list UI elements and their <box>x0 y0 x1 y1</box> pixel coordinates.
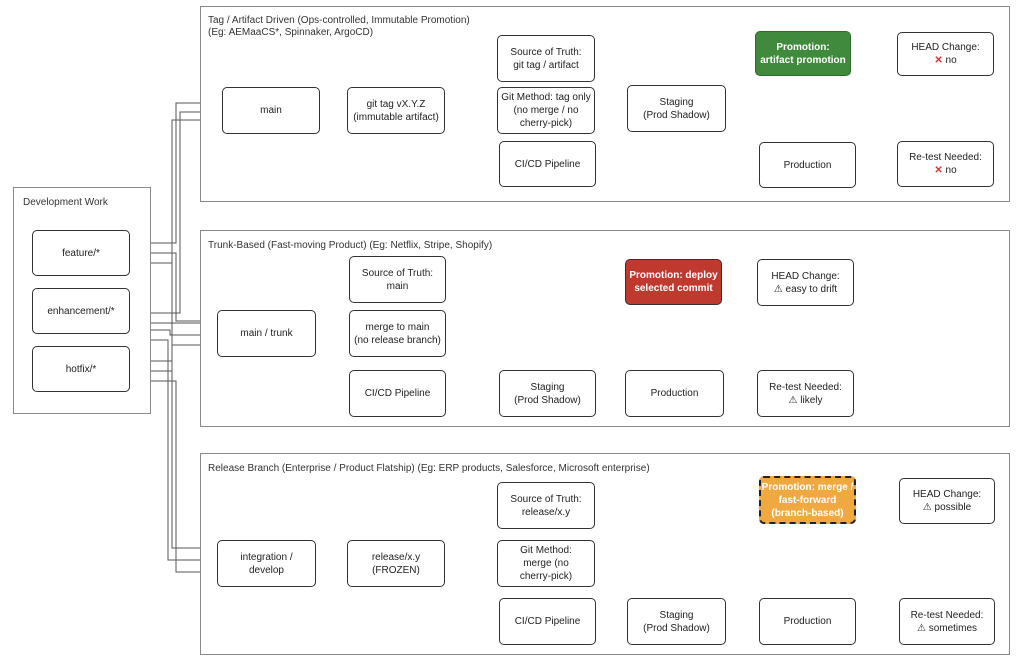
tag-artifact-frame <box>200 6 1010 202</box>
tag-source-of-truth-node[interactable]: Source of Truth: git tag / artifact <box>497 35 595 82</box>
head-change-label: HEAD Change: <box>911 42 980 53</box>
warning-icon: ⚠ <box>773 283 783 295</box>
edge-feature-trunk <box>130 252 215 325</box>
cross-mark-icon: ✕ <box>934 165 943 176</box>
release-source-of-truth-node[interactable]: Source of Truth: release/x.y <box>497 482 595 529</box>
head-change-label: HEAD Change: <box>912 489 982 500</box>
tag-git-method-node[interactable]: Git Method: tag only (no merge / no cher… <box>497 87 595 134</box>
head-change-value: ⚠ possible <box>923 501 971 514</box>
release-promotion-node[interactable]: Promotion: merge / fast-forward (branch-… <box>759 476 856 524</box>
tag-staging-node[interactable]: Staging (Prod Shadow) <box>627 85 726 132</box>
development-work-title: Development Work <box>23 197 108 208</box>
release-branch-node[interactable]: release/x.y (FROZEN) <box>347 540 445 587</box>
trunk-production-node[interactable]: Production <box>625 370 724 417</box>
warning-icon: ⚠ <box>922 502 932 513</box>
head-change-label: HEAD Change: <box>771 270 840 282</box>
integration-develop-node[interactable]: integration / develop <box>217 540 316 587</box>
retest-value: ⚠ likely <box>789 394 823 407</box>
retest-label: Re-test Needed: <box>910 609 984 621</box>
retest-text: no <box>945 165 957 176</box>
release-branch-frame <box>200 453 1010 655</box>
git-tag-node[interactable]: git tag vX.Y.Z (immutable artifact) <box>347 87 445 134</box>
tag-main-node[interactable]: main <box>222 87 320 134</box>
retest-text: likely <box>800 394 823 406</box>
head-change-text: possible <box>934 502 972 513</box>
edge-feature-tag <box>130 99 220 244</box>
tag-production-node[interactable]: Production <box>759 142 856 188</box>
edge-hotfix-rel <box>130 380 215 576</box>
retest-text: sometimes <box>928 622 978 634</box>
edge-enh-tag <box>130 108 220 314</box>
tag-retest-node[interactable]: Re-test Needed: ✕ no <box>897 141 994 187</box>
tag-artifact-title: Tag / Artifact Driven (Ops-controlled, I… <box>208 15 470 38</box>
head-change-text: no <box>945 55 957 66</box>
trunk-cicd-pipeline-node[interactable]: CI/CD Pipeline <box>349 370 446 417</box>
head-change-text: easy to drift <box>785 283 838 295</box>
retest-value: ✕ no <box>934 164 956 177</box>
trunk-retest-node[interactable]: Re-test Needed: ⚠ likely <box>757 370 854 417</box>
release-git-method-node[interactable]: Git Method: merge (no cherry-pick) <box>497 540 595 587</box>
enhancement-branch-node[interactable]: enhancement/* <box>32 288 130 334</box>
cross-mark-icon: ✕ <box>934 55 943 66</box>
tag-cicd-pipeline-node[interactable]: CI/CD Pipeline <box>499 141 596 187</box>
retest-label: Re-test Needed: <box>909 152 982 163</box>
trunk-source-of-truth-node[interactable]: Source of Truth: main <box>349 256 446 303</box>
release-head-change-node[interactable]: HEAD Change: ⚠ possible <box>899 478 995 524</box>
trunk-head-change-node[interactable]: HEAD Change: ⚠ easy to drift <box>757 259 854 306</box>
release-branch-title: Release Branch (Enterprise / Product Fla… <box>208 463 650 474</box>
release-staging-node[interactable]: Staging (Prod Shadow) <box>627 598 726 645</box>
release-retest-node[interactable]: Re-test Needed: ⚠ sometimes <box>899 598 995 645</box>
retest-label: Re-test Needed: <box>769 381 842 393</box>
head-change-value: ⚠ easy to drift <box>774 283 837 296</box>
trunk-promotion-node[interactable]: Promotion: deploy selected commit <box>625 259 722 305</box>
hotfix-branch-node[interactable]: hotfix/* <box>32 346 130 392</box>
warning-icon: ⚠ <box>916 622 926 634</box>
trunk-merge-node[interactable]: merge to main (no release branch) <box>349 310 446 357</box>
edge-hotfix-tag <box>130 116 220 372</box>
retest-value: ⚠ sometimes <box>917 622 977 635</box>
trunk-based-title: Trunk-Based (Fast-moving Product) (Eg: N… <box>208 240 493 251</box>
trunk-based-frame <box>200 230 1010 427</box>
tag-head-change-node[interactable]: HEAD Change: ✕ no <box>897 32 994 76</box>
trunk-staging-node[interactable]: Staging (Prod Shadow) <box>499 370 596 417</box>
release-production-node[interactable]: Production <box>759 598 856 645</box>
trunk-main-node[interactable]: main / trunk <box>217 310 316 357</box>
release-cicd-pipeline-node[interactable]: CI/CD Pipeline <box>499 598 596 645</box>
tag-promotion-node[interactable]: Promotion: artifact promotion <box>755 31 851 76</box>
edge-feature-rel <box>130 262 215 552</box>
warning-icon: ⚠ <box>788 394 798 406</box>
feature-branch-node[interactable]: feature/* <box>32 230 130 276</box>
head-change-value: ✕ no <box>934 54 956 67</box>
